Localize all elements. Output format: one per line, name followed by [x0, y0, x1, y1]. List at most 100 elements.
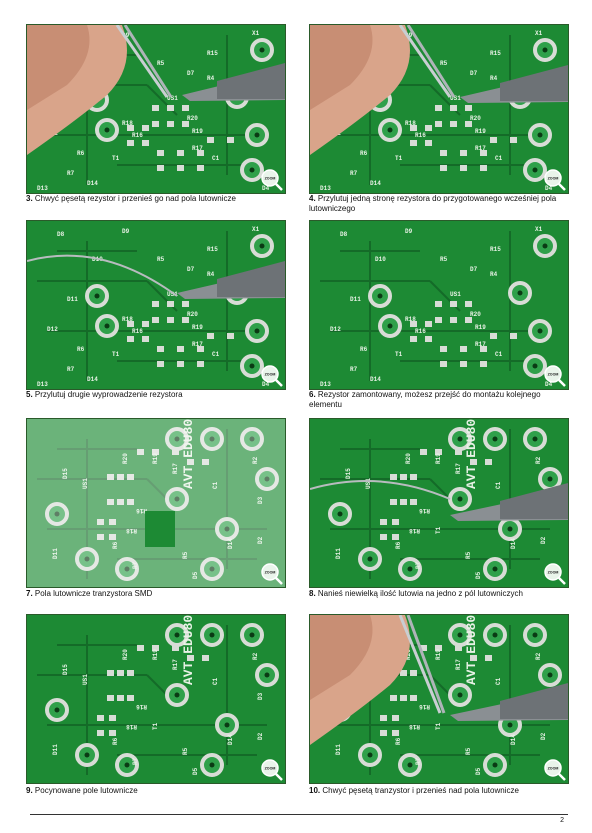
silk-label: R19: [152, 649, 159, 660]
caption-step-4: 4. Przylutuj jedną stronę rezystora do p…: [309, 194, 557, 213]
footer-rule: [30, 814, 568, 815]
silk-label: X1: [535, 226, 543, 233]
silk-label: D4: [262, 381, 270, 388]
silk-label: D11: [52, 744, 59, 755]
silk-label: D5: [192, 571, 199, 579]
silk-label: US1: [450, 95, 461, 102]
silk-label: R16: [415, 132, 426, 139]
silk-label: D13: [37, 185, 48, 192]
silk-label: D14: [510, 538, 517, 549]
silk-label: R17: [192, 341, 203, 348]
svg-text:ZOOM: ZOOM: [265, 373, 276, 377]
photo-step-7: AVT EDU800D15US1R20R19R17R16R18T1C1R2D3D…: [26, 418, 286, 588]
silk-label: D3: [257, 692, 264, 700]
silk-label: D14: [510, 734, 517, 745]
silk-label: R7: [132, 757, 139, 765]
silk-label: AVT EDU800: [181, 615, 196, 685]
caption-step-5: 5. Przylutuj drugie wyprowadzenie rezyst…: [26, 390, 183, 399]
svg-text:ZOOM: ZOOM: [548, 571, 559, 575]
silk-label: R17: [475, 145, 486, 152]
silk-label: X1: [252, 226, 260, 233]
silk-label: R18: [126, 723, 137, 730]
silk-label: R20: [122, 649, 129, 660]
silk-label: D7: [187, 266, 195, 273]
silk-label: D7: [187, 70, 195, 77]
silk-label: R18: [405, 120, 416, 127]
silk-label: R19: [152, 453, 159, 464]
silk-label: R20: [122, 453, 129, 464]
svg-text:ZOOM: ZOOM: [265, 177, 276, 181]
silk-label: R20: [470, 311, 481, 318]
silk-label: R4: [207, 75, 215, 82]
svg-text:ZOOM: ZOOM: [548, 373, 559, 377]
silk-label: D14: [87, 180, 98, 187]
silk-label: R17: [192, 145, 203, 152]
silk-label: R17: [475, 341, 486, 348]
silk-label: R19: [192, 324, 203, 331]
silk-label: R4: [207, 271, 215, 278]
silk-label: D8: [57, 231, 65, 238]
silk-label: D4: [262, 185, 270, 192]
silk-label: R18: [409, 723, 420, 730]
silk-label: R16: [415, 328, 426, 335]
silk-label: T1: [435, 722, 442, 730]
silk-label: D2: [257, 536, 264, 544]
silk-label: R18: [405, 316, 416, 323]
silk-label: R5: [157, 60, 165, 67]
silk-label: C1: [212, 481, 219, 489]
silk-label: R7: [67, 366, 75, 373]
silk-label: AVT EDU800: [464, 615, 479, 685]
silk-label: R6: [77, 150, 85, 157]
silk-label: C1: [495, 481, 502, 489]
silk-label: T1: [395, 351, 403, 358]
silk-label: D9: [405, 228, 413, 235]
silk-label: US1: [450, 291, 461, 298]
silk-label: R20: [187, 115, 198, 122]
silk-label: R5: [182, 747, 189, 755]
silk-label: R6: [112, 541, 119, 549]
silk-label: R6: [360, 346, 368, 353]
silk-label: R17: [172, 463, 179, 474]
silk-label: AVT EDU800: [464, 419, 479, 489]
caption-step-9: 9. Pocynowane pole lutownicze: [26, 786, 138, 795]
silk-label: C1: [212, 677, 219, 685]
silk-label: D11: [350, 296, 361, 303]
silk-label: R15: [490, 246, 501, 253]
zoom-magnifier-icon: ZOOM: [261, 365, 283, 387]
silk-label: US1: [167, 291, 178, 298]
silk-label: D14: [227, 538, 234, 549]
caption-step-8: 8. Nanieś niewielką ilość lutowia na jed…: [309, 589, 523, 598]
silk-label: R18: [122, 120, 133, 127]
silk-label: R7: [415, 561, 422, 569]
silk-label: R17: [172, 659, 179, 670]
caption-step-3: 3. Chwyć pęsetą rezystor i przenieś go n…: [26, 194, 236, 203]
caption-step-10: 10. Chwyć pęsetą tranzystor i przenieś n…: [309, 786, 519, 795]
silk-label: R7: [350, 170, 358, 177]
silk-label: D13: [320, 185, 331, 192]
silk-label: D5: [475, 571, 482, 579]
silk-label: R2: [535, 652, 542, 660]
zoom-magnifier-icon: ZOOM: [261, 759, 283, 781]
silk-label: D9: [122, 228, 130, 235]
silk-label: R5: [465, 551, 472, 559]
silk-label: D11: [52, 548, 59, 559]
silk-label: R7: [350, 366, 358, 373]
silk-label: R20: [405, 649, 412, 660]
silk-label: R16: [136, 507, 147, 514]
silk-label: R7: [132, 561, 139, 569]
silk-label: D5: [475, 767, 482, 775]
photo-step-4: D9D10D8D11D7D12R5R4US1R18R16R20R19R17R15…: [309, 24, 569, 194]
photo-step-8: AVT EDU800D15US1R20R19R17R16R18T1C1R2D3D…: [309, 418, 569, 588]
silk-label: D13: [37, 381, 48, 388]
caption-step-6: 6. Rezystor zamontowany, możesz przejść …: [309, 390, 541, 409]
silk-label: T1: [112, 351, 120, 358]
silk-label: R4: [490, 75, 498, 82]
silk-label: R18: [409, 527, 420, 534]
silk-label: D15: [345, 468, 352, 479]
silk-label: R15: [490, 50, 501, 57]
silk-label: R5: [182, 551, 189, 559]
silk-label: D5: [192, 767, 199, 775]
zoom-magnifier-icon: ZOOM: [544, 169, 566, 191]
